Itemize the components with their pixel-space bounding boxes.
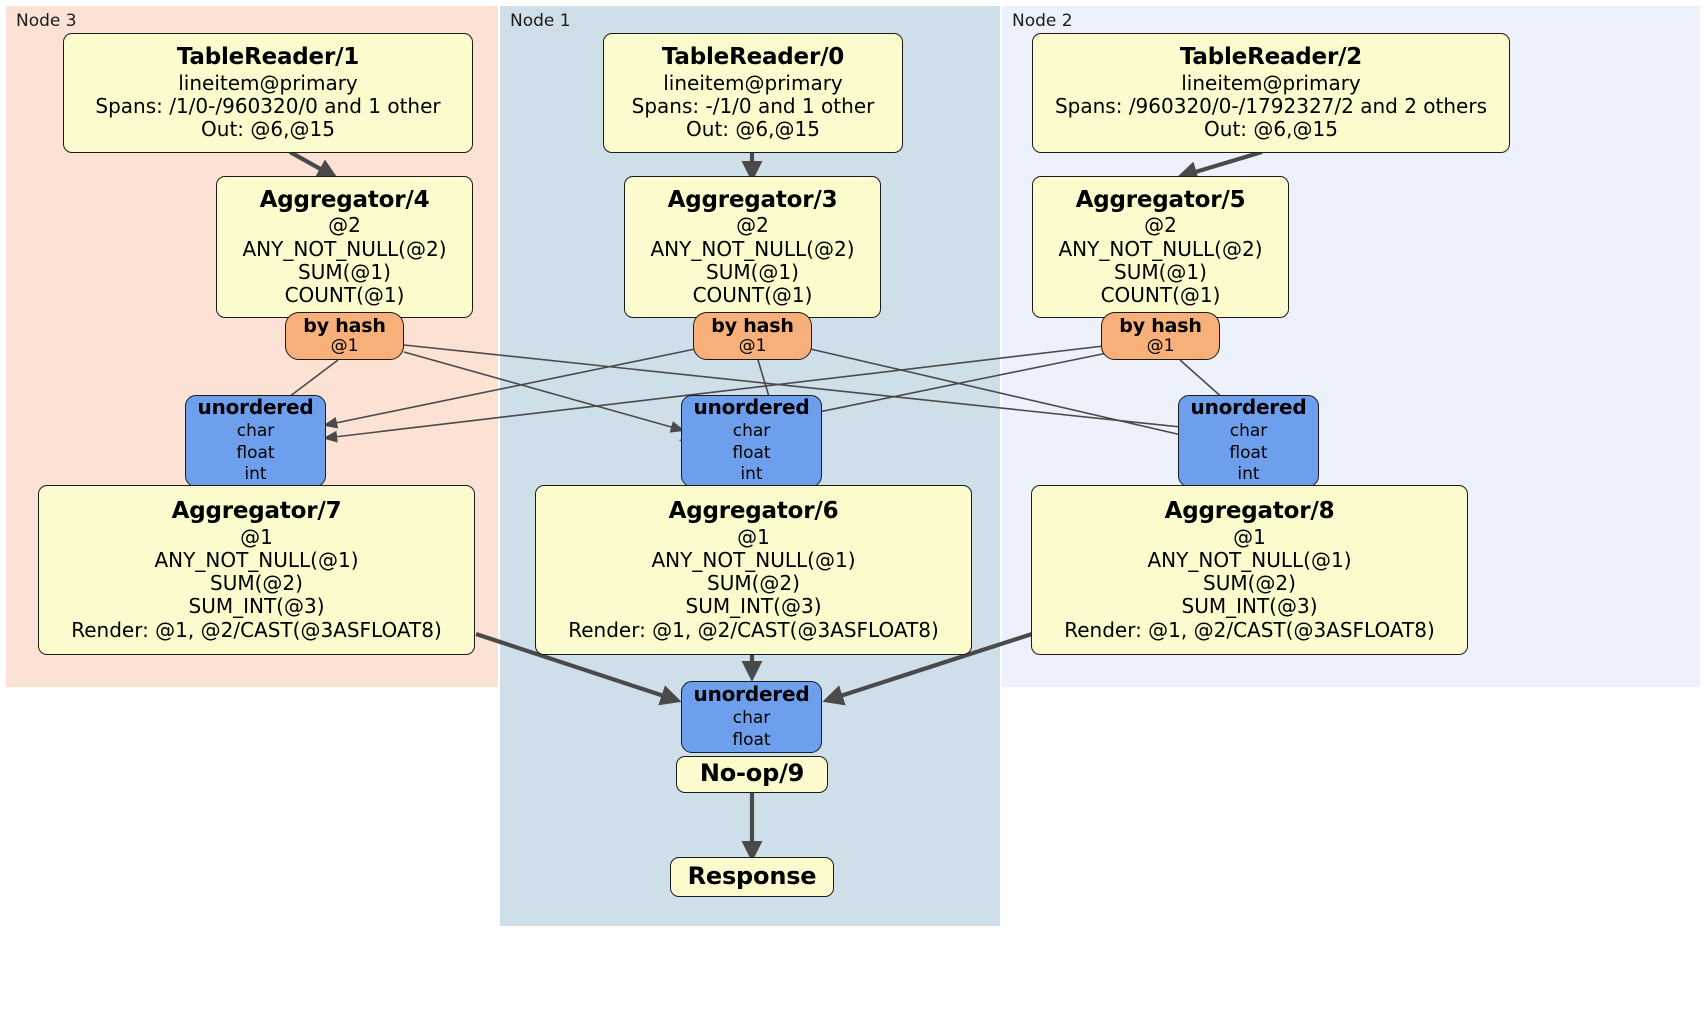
processor-detail: ANY_NOT_NULL(@2) [650, 236, 855, 261]
processor-title: Aggregator/7 [171, 498, 342, 525]
processor-detail: ANY_NOT_NULL(@1) [1147, 548, 1352, 573]
receiver-detail: char [732, 420, 771, 441]
router-detail: @1 [738, 336, 767, 357]
router-title: by hash [1119, 315, 1202, 338]
processor-detail: @2 [1144, 213, 1177, 238]
processor-detail: lineitem@primary [1181, 71, 1361, 96]
processor-title: TableReader/2 [1179, 44, 1363, 71]
receiver-unordered-final[interactable]: unordered char float [681, 681, 822, 753]
receiver-detail: char [236, 420, 275, 441]
processor-detail: Render: @1, @2/CAST(@3ASFLOAT8) [568, 617, 939, 642]
processor-title: TableReader/0 [661, 44, 845, 71]
receiver-detail: char [1229, 420, 1268, 441]
processor-aggregator-8[interactable]: Aggregator/8 @1 ANY_NOT_NULL(@1) SUM(@2)… [1031, 485, 1468, 655]
receiver-detail: int [244, 464, 267, 485]
processor-detail: COUNT(@1) [284, 283, 405, 308]
receiver-title: unordered [197, 394, 314, 419]
processor-detail: SUM(@2) [707, 571, 800, 596]
processor-detail: COUNT(@1) [692, 283, 813, 308]
processor-aggregator-7[interactable]: Aggregator/7 @1 ANY_NOT_NULL(@1) SUM(@2)… [38, 485, 475, 655]
processor-detail: SUM(@1) [298, 259, 391, 284]
receiver-title: unordered [693, 394, 810, 419]
processor-detail: lineitem@primary [178, 71, 358, 96]
processor-detail: Out: @6,@15 [201, 117, 335, 142]
receiver-detail: int [1237, 464, 1260, 485]
processor-tablereader-0[interactable]: TableReader/0 lineitem@primary Spans: -/… [603, 33, 903, 153]
processor-detail: Render: @1, @2/CAST(@3ASFLOAT8) [1064, 617, 1435, 642]
processor-detail: ANY_NOT_NULL(@1) [651, 548, 856, 573]
receiver-detail: char [732, 707, 771, 728]
receiver-unordered-node-3[interactable]: unordered char float int [185, 395, 326, 487]
panel-node-1-label: Node 1 [510, 11, 571, 31]
processor-detail: @2 [736, 213, 769, 238]
router-detail: @1 [330, 336, 359, 357]
processor-tablereader-1[interactable]: TableReader/1 lineitem@primary Spans: /1… [63, 33, 473, 153]
processor-detail: ANY_NOT_NULL(@2) [242, 236, 447, 261]
processor-detail: ANY_NOT_NULL(@2) [1058, 236, 1263, 261]
processor-title: Aggregator/4 [259, 186, 430, 213]
processor-detail: @1 [1233, 524, 1266, 549]
receiver-detail: float [236, 442, 275, 463]
router-by-hash-node-3[interactable]: by hash @1 [285, 312, 404, 360]
processor-aggregator-6[interactable]: Aggregator/6 @1 ANY_NOT_NULL(@1) SUM(@2)… [535, 485, 972, 655]
processor-detail: ANY_NOT_NULL(@1) [154, 548, 359, 573]
processor-detail: Spans: -/1/0 and 1 other [631, 94, 875, 119]
processor-detail: Spans: /960320/0-/1792327/2 and 2 others [1054, 94, 1487, 119]
processor-title: Aggregator/6 [668, 498, 839, 525]
receiver-title: unordered [693, 681, 810, 706]
processor-detail: @1 [240, 524, 273, 549]
processor-detail: SUM(@2) [210, 571, 303, 596]
processor-no-op-9[interactable]: No-op/9 [676, 756, 828, 793]
panel-node-3-label: Node 3 [16, 11, 77, 31]
processor-detail: SUM_INT(@3) [188, 594, 325, 619]
router-title: by hash [711, 315, 794, 338]
processor-detail: SUM(@2) [1203, 571, 1296, 596]
processor-detail: Spans: /1/0-/960320/0 and 1 other [95, 94, 441, 119]
processor-detail: lineitem@primary [663, 71, 843, 96]
processor-detail: Render: @1, @2/CAST(@3ASFLOAT8) [71, 617, 442, 642]
panel-node-2-label: Node 2 [1012, 11, 1073, 31]
receiver-detail: float [732, 442, 771, 463]
router-title: by hash [303, 315, 386, 338]
processor-tablereader-2[interactable]: TableReader/2 lineitem@primary Spans: /9… [1032, 33, 1510, 153]
processor-title: No-op/9 [699, 759, 805, 788]
processor-detail: Out: @6,@15 [1204, 117, 1338, 142]
processor-detail: @2 [328, 213, 361, 238]
response-node[interactable]: Response [670, 857, 834, 897]
processor-detail: SUM_INT(@3) [1181, 594, 1318, 619]
processor-detail: SUM(@1) [706, 259, 799, 284]
processor-title: TableReader/1 [176, 44, 360, 71]
receiver-detail: int [740, 464, 763, 485]
processor-detail: Out: @6,@15 [686, 117, 820, 142]
router-by-hash-node-2[interactable]: by hash @1 [1101, 312, 1220, 360]
response-title: Response [687, 861, 817, 890]
processor-detail: SUM_INT(@3) [685, 594, 822, 619]
router-detail: @1 [1146, 336, 1175, 357]
processor-aggregator-3[interactable]: Aggregator/3 @2 ANY_NOT_NULL(@2) SUM(@1)… [624, 176, 881, 318]
processor-aggregator-4[interactable]: Aggregator/4 @2 ANY_NOT_NULL(@2) SUM(@1)… [216, 176, 473, 318]
processor-detail: SUM(@1) [1114, 259, 1207, 284]
processor-title: Aggregator/8 [1164, 498, 1335, 525]
receiver-detail: float [1229, 442, 1268, 463]
processor-aggregator-5[interactable]: Aggregator/5 @2 ANY_NOT_NULL(@2) SUM(@1)… [1032, 176, 1289, 318]
receiver-title: unordered [1190, 394, 1307, 419]
processor-detail: COUNT(@1) [1100, 283, 1221, 308]
receiver-unordered-node-2[interactable]: unordered char float int [1178, 395, 1319, 487]
receiver-unordered-node-1[interactable]: unordered char float int [681, 395, 822, 487]
processor-title: Aggregator/5 [1075, 186, 1246, 213]
receiver-detail: float [732, 729, 771, 750]
processor-detail: @1 [737, 524, 770, 549]
router-by-hash-node-1[interactable]: by hash @1 [693, 312, 812, 360]
processor-title: Aggregator/3 [667, 186, 838, 213]
